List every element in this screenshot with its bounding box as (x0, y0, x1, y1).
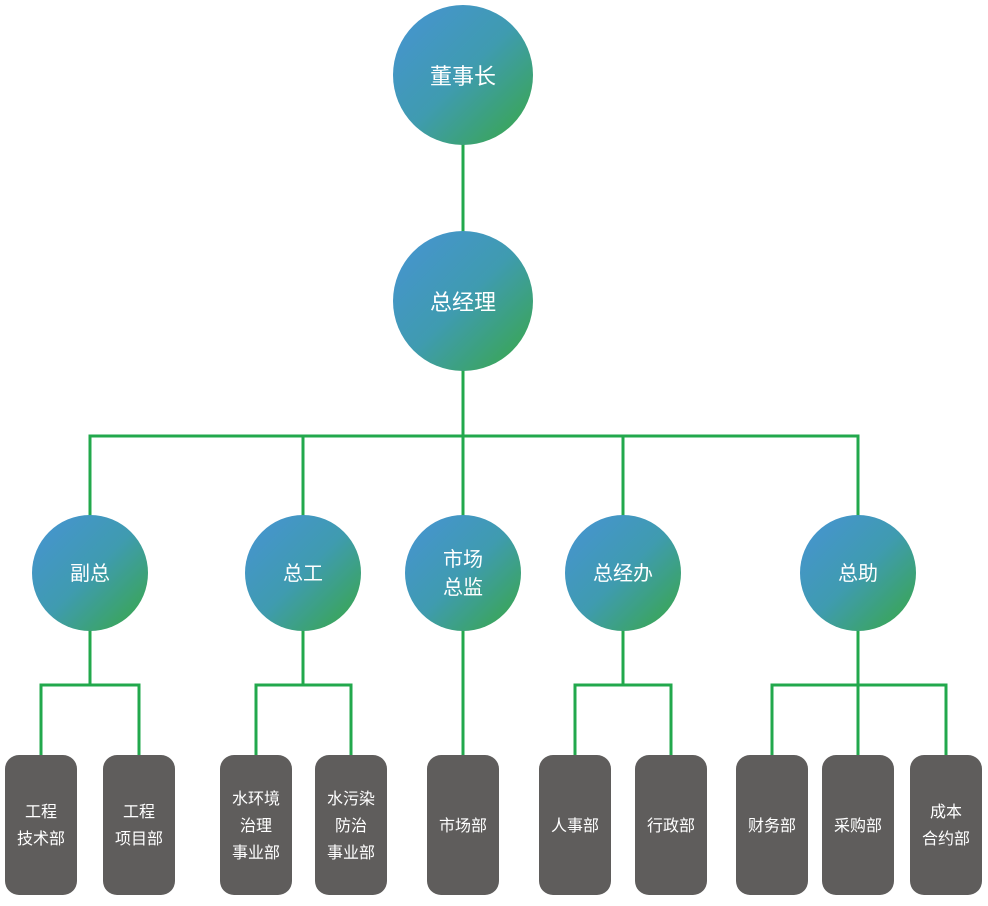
dept-cost-contracts: 成本 合约部 (910, 755, 982, 895)
node-label: 副总 (70, 561, 110, 585)
dept-label-line: 工程 (24, 802, 57, 821)
node-label-line: 总监 (443, 575, 483, 599)
dept-label-line: 成本 (929, 802, 962, 821)
dept-label-line: 项目部 (114, 829, 163, 848)
node-label: 董事长 (429, 65, 496, 90)
node-chief-engineer: 总工 (245, 515, 361, 631)
dept-label-line: 人事部 (550, 815, 599, 835)
node-label: 总助 (838, 561, 878, 585)
dept-water-pollution: 水污染 防治 事业部 (315, 755, 387, 895)
dept-purchasing: 采购部 (822, 755, 894, 895)
dept-label-line: 合约部 (921, 829, 970, 848)
dept-label-line: 技术部 (16, 829, 65, 848)
node-label: 总经办 (593, 561, 653, 585)
node-label: 总工 (283, 561, 323, 585)
node-vice-president: 副总 (32, 515, 148, 631)
dept-label-line: 事业部 (231, 842, 280, 862)
dept-label-line: 市场部 (438, 815, 487, 835)
dept-label-line: 事业部 (326, 842, 375, 862)
node-general-manager: 总经理 (393, 231, 533, 371)
dept-water-environment: 水环境 治理 事业部 (220, 755, 292, 895)
dept-label-line: 水环境 (231, 788, 280, 808)
dept-finance: 财务部 (736, 755, 808, 895)
dept-label-line: 工程 (122, 802, 155, 821)
node-market-director: 市场 总监 (405, 515, 521, 631)
dept-label-line: 防治 (334, 815, 367, 835)
dept-label-line: 水污染 (326, 788, 375, 808)
node-label: 总经理 (429, 291, 496, 316)
node-chairman: 董事长 (393, 5, 533, 145)
dept-administration: 行政部 (635, 755, 707, 895)
dept-human-resources: 人事部 (539, 755, 611, 895)
dept-label-line: 治理 (239, 815, 272, 835)
dept-marketing: 市场部 (427, 755, 499, 895)
node-general-assistant: 总助 (800, 515, 916, 631)
dept-label-line: 行政部 (646, 815, 695, 835)
node-gm-office: 总经办 (565, 515, 681, 631)
dept-engineering-projects: 工程 项目部 (103, 755, 175, 895)
dept-engineering-tech: 工程 技术部 (5, 755, 77, 895)
dept-label-line: 财务部 (747, 815, 796, 835)
node-label-line: 市场 (443, 547, 483, 571)
dept-label-line: 采购部 (833, 815, 882, 835)
